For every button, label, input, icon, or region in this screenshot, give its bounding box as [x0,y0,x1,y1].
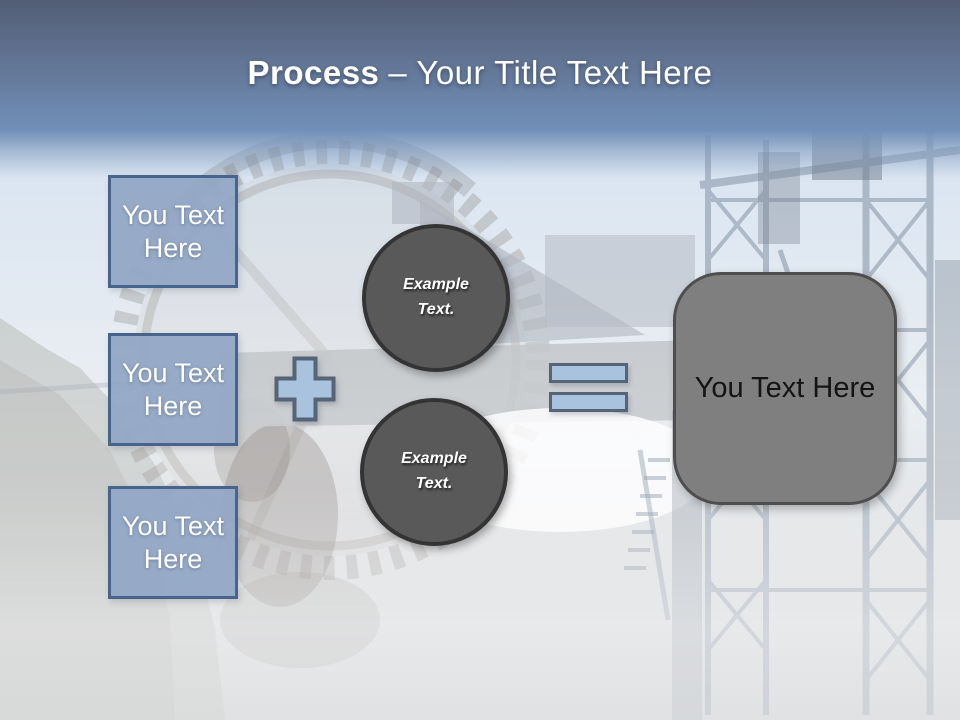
slide-title[interactable]: Process– Your Title Text Here [0,54,960,92]
slide-title-subtitle: – Your Title Text Here [388,54,713,91]
header-band [0,0,960,130]
example-circle-1[interactable]: Example Text. [362,224,510,372]
slide-title-keyword: Process [247,54,380,91]
input-box-3-label: You Text Here [121,511,225,574]
equals-bottom-bar [549,392,628,412]
equals-top-bar [549,363,628,383]
example-circle-2[interactable]: Example Text. [360,398,508,546]
input-box-2[interactable]: You Text Here [108,333,238,446]
input-box-1[interactable]: You Text Here [108,175,238,288]
input-box-1-label: You Text Here [121,200,225,263]
result-box-label: You Text Here [694,372,876,404]
input-box-2-label: You Text Here [121,358,225,421]
result-box[interactable]: You Text Here [673,272,897,505]
example-circle-1-label: Example Text. [403,276,469,318]
input-box-3[interactable]: You Text Here [108,486,238,599]
example-circle-2-label: Example Text. [401,450,467,492]
plus-icon[interactable] [274,356,336,422]
